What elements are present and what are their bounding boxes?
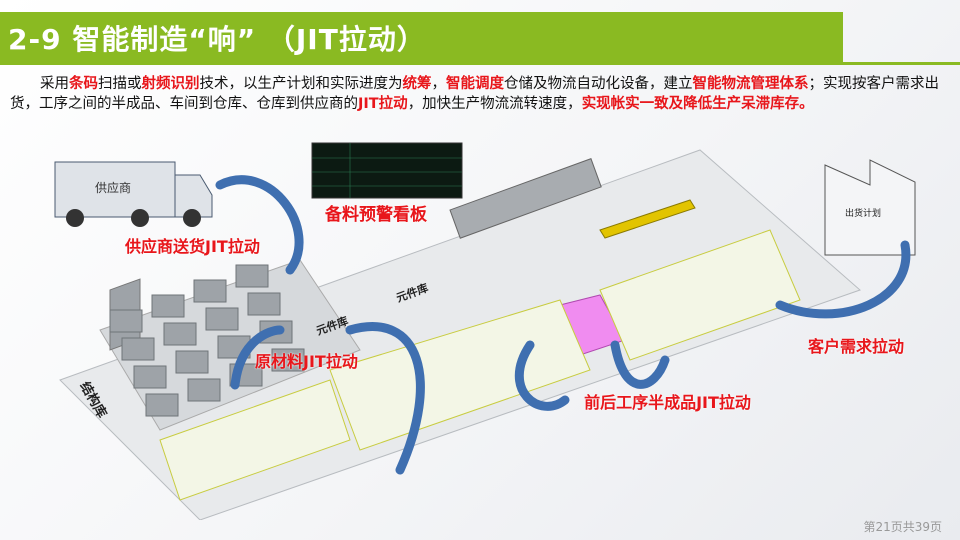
- customer-jit-label: 客户需求拉动: [808, 337, 905, 356]
- title-underline: [0, 62, 960, 65]
- supplier-jit-label: 供应商送货JIT拉动: [125, 237, 260, 256]
- line-area-2: [599, 229, 801, 361]
- storage-rack: [163, 322, 197, 346]
- arrow-process-1: [514, 340, 570, 411]
- storage-rack: [271, 348, 305, 372]
- slide-description: 采用条码扫描或射频识别技术，以生产计划和实际进度为统筹，智能调度仓储及物流自动化…: [10, 74, 955, 114]
- storage-rack: [121, 337, 155, 361]
- factory-layout-diagram: 供应商 出货计划 结构库 元件库 元件库: [54, 142, 916, 520]
- storage-rack: [193, 279, 227, 303]
- board-screen: [311, 142, 463, 199]
- storage-rack: [205, 307, 239, 331]
- description-text: 采用: [40, 76, 69, 92]
- arrow-raw-2: [345, 322, 425, 475]
- finished-goods-store: [449, 158, 602, 239]
- description-text: 扫描或: [98, 76, 142, 92]
- storage-rack: [235, 264, 269, 288]
- line-area-1: [329, 299, 591, 451]
- storage-rack: [151, 294, 185, 318]
- description-text: ；实现按客户需求出货，工序之间的半成品、车间到仓库、仓库到供应商的: [10, 76, 939, 112]
- arrow-supplier: [215, 175, 304, 275]
- highlight-text: 统筹: [402, 76, 432, 92]
- shipping-plan-label: 出货计划: [845, 207, 881, 219]
- highlight-text: 智能物流管理体系: [692, 76, 809, 92]
- page-number: 第21页共39页: [863, 520, 942, 534]
- storage-rack: [187, 378, 221, 402]
- conveyor: [599, 199, 696, 239]
- title-bar: [0, 12, 843, 62]
- storage-rack: [109, 309, 143, 333]
- supplier-truck: [54, 161, 213, 227]
- arrow-raw: [230, 325, 285, 390]
- board-rows: [312, 143, 462, 198]
- description-text: 技术，以生产计划和实际进度为: [199, 76, 403, 92]
- slide-title: 2-9 智能制造“响” （JIT拉动）: [8, 23, 426, 56]
- description-text: ，加快生产物流流转速度，: [407, 96, 582, 112]
- arrow-customer: [775, 240, 911, 319]
- board-label: 备料预警看板: [325, 205, 427, 225]
- jit-arrows: [215, 175, 911, 475]
- customer-factory-icon: [824, 159, 916, 256]
- description-text: ，: [431, 76, 447, 92]
- raw-material-jit-label: 原材料JIT拉动: [255, 352, 358, 371]
- description-text: 仓储及物流自动化设备，建立: [504, 76, 693, 92]
- line-area-3: [159, 379, 351, 501]
- highlight-text: JIT拉动: [358, 96, 408, 112]
- arrow-process-2: [610, 340, 670, 389]
- highlight-text: 实现帐实一致及降低生产呆滞库存。: [581, 96, 814, 112]
- highlight-text: 条码: [69, 76, 98, 92]
- supplier-box-label: 供应商: [95, 180, 131, 195]
- process-jit-label: 前后工序半成品JIT拉动: [584, 393, 751, 412]
- highlight-text: 射频识别: [141, 76, 200, 92]
- storage-rack: [175, 350, 209, 374]
- highlight-text: 智能调度: [446, 76, 504, 92]
- storage-rack: [133, 365, 167, 389]
- storage-rack: [247, 292, 281, 316]
- storage-rack: [145, 393, 179, 417]
